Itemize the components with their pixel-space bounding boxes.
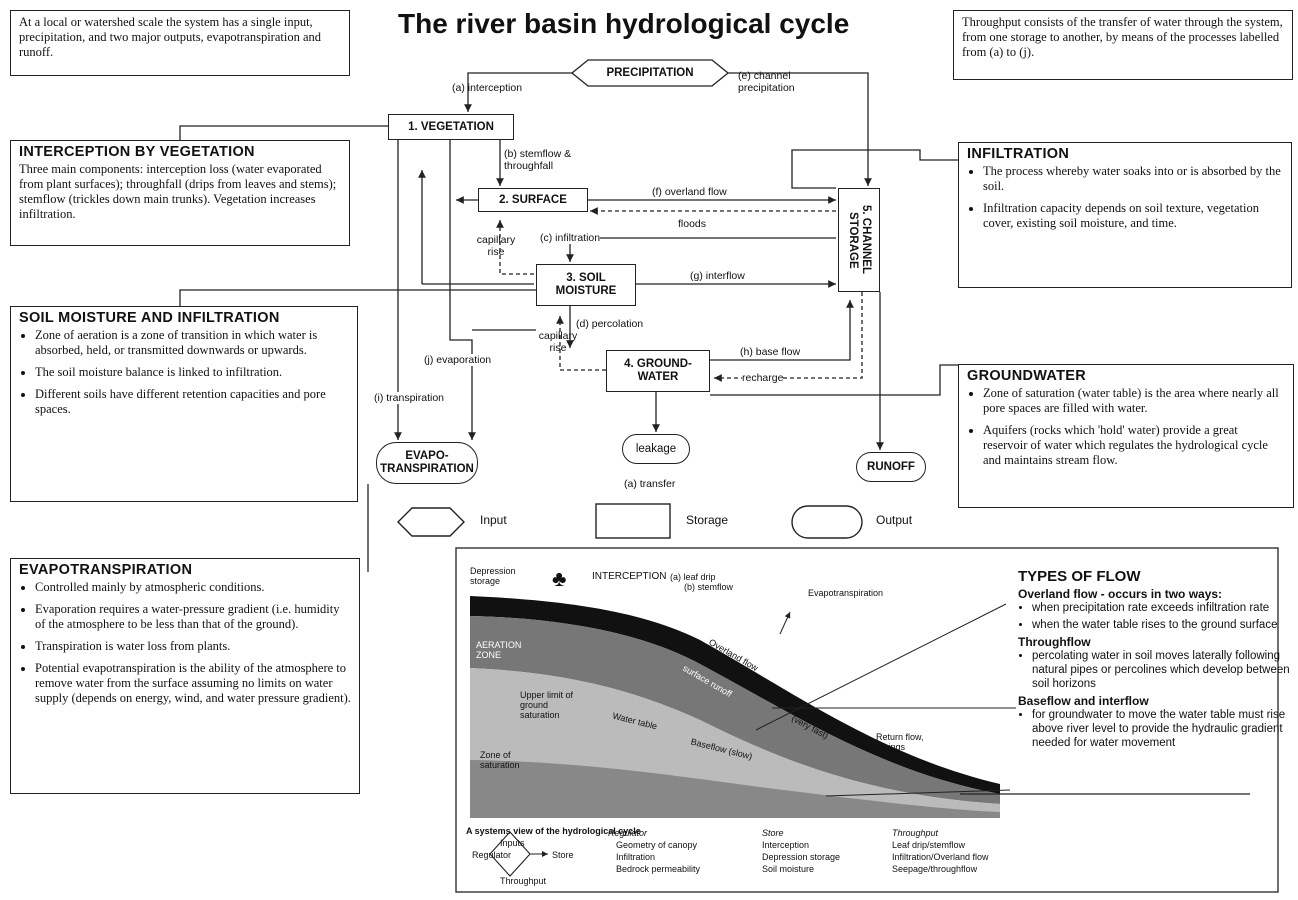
xs-stemflow: (b) stemflow	[684, 582, 734, 592]
node-soil-moisture: 3. SOIL MOISTURE	[536, 264, 636, 306]
label-overland-flow: (f) overland flow	[652, 186, 727, 198]
legend-output-oval	[791, 505, 863, 539]
soil-moisture-item: The soil moisture balance is linked to i…	[35, 365, 349, 380]
node-channel-storage: 5. CHANNEL STORAGE	[838, 188, 880, 292]
overland-heading: Overland flow - occurs in two ways:	[1018, 587, 1223, 601]
infiltration-item: Infiltration capacity depends on soil te…	[983, 201, 1283, 231]
infiltration-item: The process whereby water soaks into or …	[983, 164, 1283, 194]
label-recharge: recharge	[742, 372, 784, 384]
thr-item: Infiltration/Overland flow	[892, 852, 989, 862]
throughput-text: Throughput consists of the transfer of w…	[962, 15, 1283, 59]
node-leakage: leakage	[622, 434, 690, 464]
infiltration-box: INFILTRATION The process whereby water s…	[958, 142, 1292, 288]
legend-output-label: Output	[876, 513, 913, 527]
throughput-box: Throughput consists of the transfer of w…	[953, 10, 1293, 80]
node-vegetation: 1. VEGETATION	[388, 114, 514, 140]
label-base-flow: (h) base flow	[740, 346, 801, 358]
page-title: The river basin hydrological cycle	[398, 8, 850, 39]
interception-heading: INTERCEPTION BY VEGETATION	[19, 144, 255, 160]
intro-box: At a local or watershed scale the system…	[10, 10, 350, 76]
evapotranspiration-item: Evaporation requires a water-pressure gr…	[35, 602, 351, 632]
groundwater-box: GROUNDWATER Zone of saturation (water ta…	[958, 364, 1294, 508]
node-evapotranspiration: EVAPO-TRANSPIRATION	[376, 442, 478, 484]
types-of-flow: TYPES OF FLOW Overland flow - occurs in …	[1018, 568, 1298, 753]
xs-upper-limit: Upper limit of ground saturation	[520, 690, 574, 720]
legend-input-hexagon	[397, 507, 465, 537]
thr-item: Seepage/throughflow	[892, 864, 978, 874]
soil-moisture-heading: SOIL MOISTURE AND INFILTRATION	[19, 310, 280, 326]
xs-aeration-zone: AERATION ZONE	[476, 640, 522, 660]
label-infiltration: (c) infiltration	[540, 232, 601, 244]
label-interception: (a) interception	[452, 82, 523, 94]
systems-store: Store	[552, 850, 574, 860]
tree-icon: ♣	[552, 566, 567, 591]
xs-evapotranspiration: Evapotranspiration	[808, 588, 884, 598]
evapotranspiration-box: EVAPOTRANSPIRATION Controlled mainly by …	[10, 558, 360, 794]
thr-item: Leaf drip/stemflow	[892, 840, 966, 850]
evapotranspiration-item: Potential evapotranspiration is the abil…	[35, 661, 351, 706]
xs-zone-saturation: Zone of saturation	[480, 750, 520, 770]
evapotranspiration-heading: EVAPOTRANSPIRATION	[19, 562, 193, 578]
label-percolation: (d) percolation	[576, 318, 644, 330]
label-capillary-rise-2: capillary rise	[538, 330, 578, 354]
xs-interception: INTERCEPTION	[592, 571, 667, 582]
interception-box: INTERCEPTION BY VEGETATION Three main co…	[10, 140, 350, 246]
soil-moisture-box: SOIL MOISTURE AND INFILTRATION Zone of a…	[10, 306, 358, 502]
legend-storage-label: Storage	[686, 513, 729, 527]
overland-item: when precipitation rate exceeds infiltra…	[1032, 601, 1298, 615]
xs-return-flow: Return flow, springs	[876, 732, 924, 752]
node-surface: 2. SURFACE	[478, 188, 588, 212]
systems-regulator: Regulator	[472, 850, 512, 860]
label-transpiration: (i) transpiration	[374, 392, 445, 404]
node-precipitation: PRECIPITATION	[606, 66, 694, 79]
intro-text: At a local or watershed scale the system…	[19, 15, 322, 59]
reg-item: Infiltration	[616, 852, 656, 862]
systems-inputs: Inputs	[500, 838, 525, 848]
label-floods: floods	[678, 218, 707, 230]
infiltration-heading: INFILTRATION	[967, 146, 1070, 162]
store-heading: Store	[762, 828, 784, 838]
groundwater-heading: GROUNDWATER	[967, 368, 1087, 384]
baseflow-item: for groundwater to move the water table …	[1032, 708, 1298, 750]
baseflow-heading: Baseflow and interflow	[1018, 694, 1149, 708]
groundwater-item: Zone of saturation (water table) is the …	[983, 386, 1285, 416]
systems-throughput: Throughput	[500, 876, 547, 886]
types-of-flow-heading: TYPES OF FLOW	[1018, 568, 1141, 585]
label-transfer: (a) transfer	[624, 478, 676, 490]
reg-item: Geometry of canopy	[616, 840, 698, 850]
store-item: Soil moisture	[762, 864, 815, 874]
store-item: Interception	[762, 840, 810, 850]
soil-moisture-item: Different soils have different retention…	[35, 387, 349, 417]
evapotranspiration-item: Controlled mainly by atmospheric conditi…	[35, 580, 351, 595]
interception-text: Three main components: interception loss…	[19, 162, 337, 221]
throughflow-item: percolating water in soil moves laterall…	[1032, 649, 1298, 691]
soil-moisture-item: Zone of aeration is a zone of transition…	[35, 328, 349, 358]
node-runoff: RUNOFF	[856, 452, 926, 482]
throughflow-heading: Throughflow	[1018, 635, 1091, 649]
label-stemflow: (b) stemflow & throughfall	[504, 148, 572, 172]
thr-heading: Throughput	[892, 828, 939, 838]
groundwater-item: Aquifers (rocks which 'hold' water) prov…	[983, 423, 1285, 468]
label-capillary-rise-1: capillary rise	[476, 234, 516, 258]
label-channel-precipitation: (e) channel precipitation	[738, 70, 795, 94]
evapotranspiration-item: Transpiration is water loss from plants.	[35, 639, 351, 654]
reg-item: Bedrock permeability	[616, 864, 701, 874]
label-evaporation: (j) evaporation	[424, 354, 492, 366]
legend-storage-rect	[595, 503, 671, 539]
overland-item: when the water table rises to the ground…	[1032, 618, 1298, 632]
systems-title: A systems view of the hydrological cycle	[466, 826, 641, 836]
xs-depression-storage: Depression storage	[470, 566, 516, 586]
xs-leaf-drip: (a) leaf drip	[670, 572, 716, 582]
store-item: Depression storage	[762, 852, 841, 862]
node-groundwater: 4. GROUND-WATER	[606, 350, 710, 392]
label-interflow: (g) interflow	[690, 270, 745, 282]
legend-input-label: Input	[480, 513, 507, 527]
reg-heading: Regulator	[608, 828, 648, 838]
